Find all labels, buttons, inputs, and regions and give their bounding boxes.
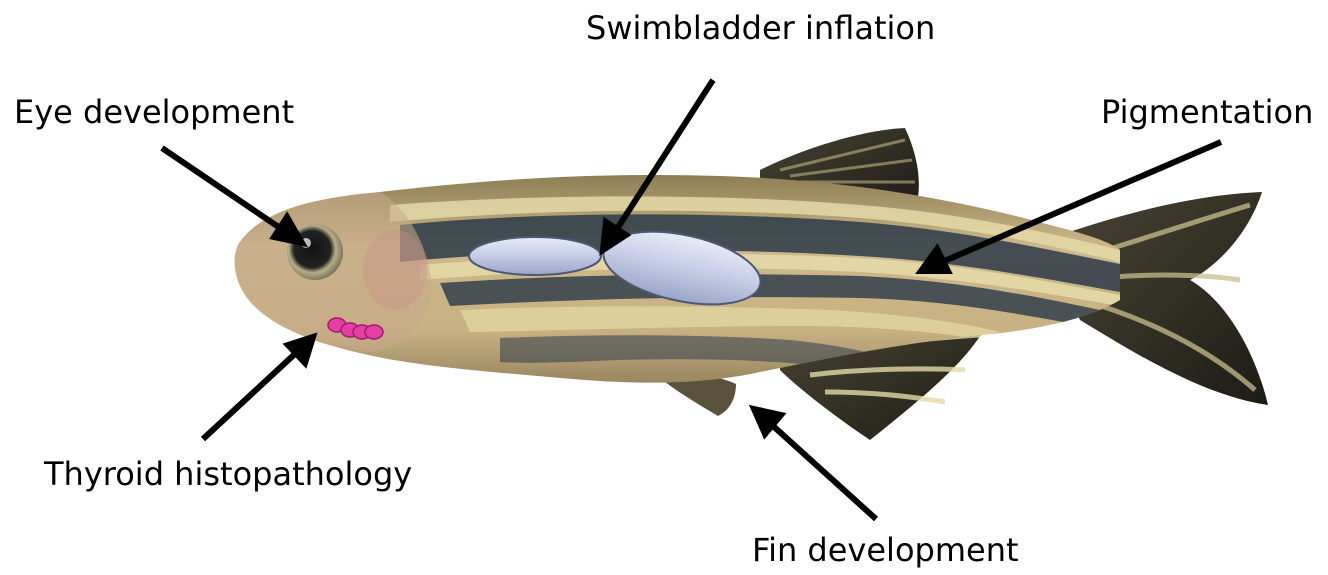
label-swimbladder-inflation: Swimbladder inflation [586, 12, 935, 44]
label-thyroid-histopathology: Thyroid histopathology [44, 458, 412, 490]
label-pigmentation: Pigmentation [1101, 96, 1313, 128]
label-fin-development: Fin development [752, 534, 1019, 566]
arrow-eye [162, 148, 283, 230]
label-eye-development: Eye development [14, 96, 294, 128]
arrow-fin [772, 425, 876, 519]
arrow-thyroid [203, 352, 297, 439]
